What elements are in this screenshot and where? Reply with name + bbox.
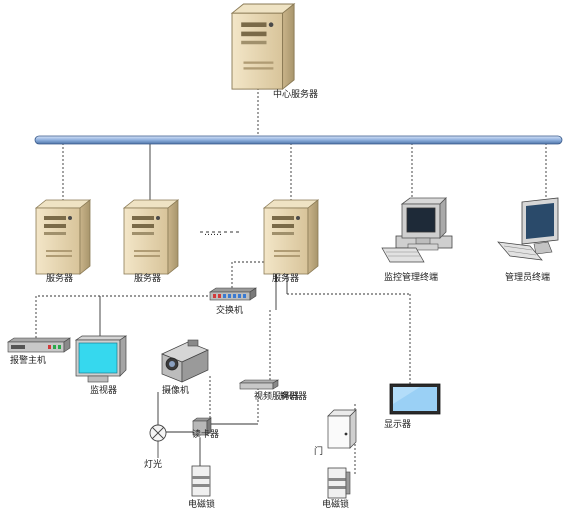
video-server-icon — [238, 379, 280, 390]
display-label: 显示器 — [384, 420, 412, 430]
monitor-icon — [74, 335, 128, 383]
decoder-label: 解码器 — [280, 392, 308, 402]
alarm-host-label: 报警主机 — [10, 356, 47, 366]
display-icon — [389, 383, 441, 415]
light-label: 灯光 — [144, 460, 163, 470]
camera-label: 摄像机 — [162, 386, 190, 396]
door-icon — [327, 409, 357, 449]
switch-icon — [209, 287, 257, 301]
light-icon — [149, 424, 167, 458]
alarm-host-icon — [7, 337, 71, 353]
switch-label: 交换机 — [216, 306, 244, 316]
server-2-label: 服务器 — [134, 274, 162, 284]
door-label: 门 — [314, 447, 324, 457]
central-server-label: 中心服务器 — [273, 90, 319, 100]
server-2-icon — [123, 199, 179, 275]
monitor-label: 监视器 — [90, 386, 118, 396]
lock-1-label: 电磁锁 — [188, 500, 216, 510]
management-terminal-icon — [381, 197, 453, 263]
central-server-icon — [231, 3, 295, 90]
network-backbone-bus — [34, 135, 563, 145]
admin-terminal-icon — [497, 197, 559, 261]
server-1-label: 服务器 — [46, 274, 74, 284]
card-reader-icon — [192, 417, 212, 436]
camera-icon — [161, 339, 209, 383]
ellipsis-label: …… — [204, 228, 222, 238]
admin-terminal-label: 管理员终端 — [505, 273, 551, 283]
lock-2-icon — [327, 467, 351, 499]
server-3-icon — [263, 199, 319, 275]
lock-2-label: 电磁锁 — [322, 500, 350, 510]
server-3-label: 服务器 — [272, 274, 300, 284]
lock-1-icon — [191, 465, 211, 497]
card-reader-label: 读卡器 — [192, 430, 220, 440]
video-server-label: 视频服务器 — [254, 392, 300, 402]
management-terminal-label: 监控管理终端 — [384, 273, 439, 283]
server-1-icon — [35, 199, 91, 275]
